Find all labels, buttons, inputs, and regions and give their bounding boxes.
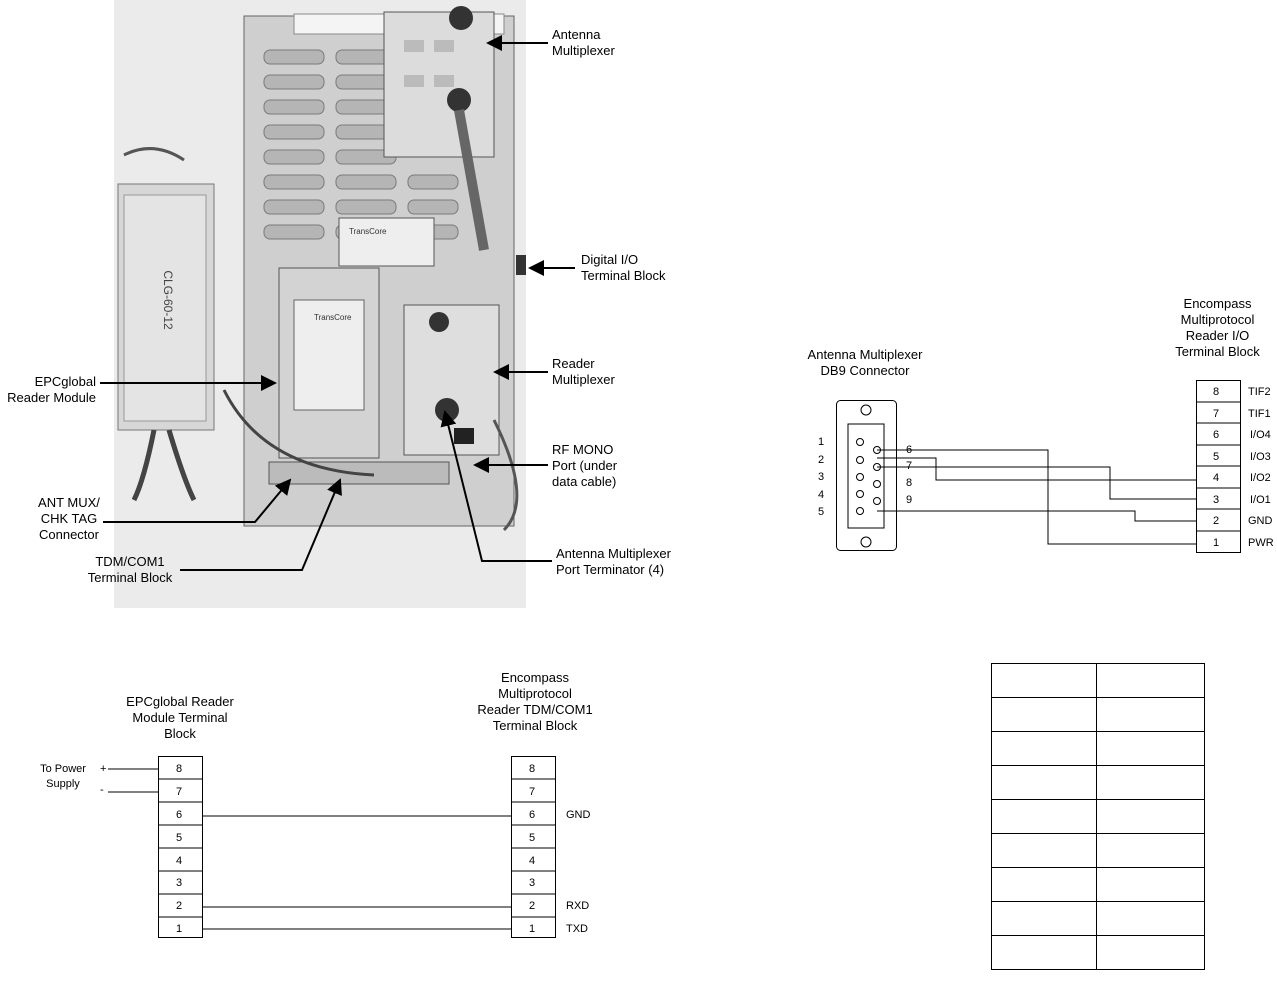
io-terminal-block-outline (1196, 380, 1241, 553)
table-row (991, 935, 1205, 970)
db9-pin-label: 9 (906, 494, 913, 506)
brand-label-module: TransCore (314, 313, 352, 322)
io-terminal-number: 7 (1213, 408, 1220, 420)
callout-rf-mono-port: RF MONO Port (under data cable) (552, 442, 618, 489)
table-row (991, 867, 1205, 902)
db9-pin-label: 2 (818, 454, 825, 466)
reader-multiplexer-board (403, 304, 500, 456)
callout-epcglobal-module: EPCglobal Reader Module (7, 374, 96, 405)
callout-antenna-multiplexer: Antenna Multiplexer (552, 27, 615, 58)
io-signal-label: I/O4 (1250, 429, 1271, 441)
minus-sign: - (100, 784, 104, 796)
right-terminal-number: 6 (529, 809, 536, 821)
io-signal-label: I/O1 (1250, 494, 1271, 506)
table-row (991, 765, 1205, 800)
io-signal-label: GND (1248, 515, 1273, 527)
left-terminal-number: 1 (176, 923, 183, 935)
db9-connector (836, 400, 897, 551)
io-terminal-number: 2 (1213, 515, 1220, 527)
callout-tdm-com1: TDM/COM1 Terminal Block (87, 554, 173, 585)
right-terminal-number: 7 (529, 786, 536, 798)
db9-diagram-left-title: Antenna Multiplexer DB9 Connector (807, 347, 923, 378)
db9-pin-label: 3 (818, 471, 825, 483)
brand-label-plate: TransCore (349, 227, 387, 236)
com-signal-label: GND (566, 809, 591, 821)
io-terminal-number: 6 (1213, 429, 1220, 441)
db9-pin-label: 4 (818, 489, 825, 501)
io-terminal-number: 5 (1213, 451, 1220, 463)
digital-io-block (516, 255, 526, 275)
io-terminal-number: 4 (1213, 472, 1220, 484)
right-terminal-number: 1 (529, 923, 536, 935)
plus-sign: + (100, 763, 107, 775)
right-terminal-number: 8 (529, 763, 536, 775)
reader-assembly-photo: CLG-60-12 TransCore Tra (114, 0, 526, 608)
left-terminal-number: 5 (176, 832, 183, 844)
db9-pin-label: 1 (818, 436, 825, 448)
com-signal-label: RXD (566, 900, 590, 912)
right-terminal-number: 3 (529, 877, 536, 889)
left-terminal-number: 6 (176, 809, 183, 821)
epc-reader-module: TransCore (278, 267, 380, 459)
table-row (991, 833, 1205, 868)
com-diagram-left-title: EPCglobal Reader Module Terminal Block (126, 694, 234, 741)
io-terminal-number: 3 (1213, 494, 1220, 506)
left-terminal-number: 7 (176, 786, 183, 798)
io-signal-label: I/O3 (1250, 451, 1271, 463)
db9-diagram-right-title: Encompass Multiprotocol Reader I/O Termi… (1175, 296, 1260, 359)
io-terminal-number: 8 (1213, 386, 1220, 398)
io-terminal-number: 1 (1213, 537, 1220, 549)
table-row (991, 901, 1205, 936)
db9-wiring (877, 449, 1196, 545)
antenna-multiplexer-board (383, 6, 495, 251)
photo-callout-arrows (100, 35, 575, 571)
com-wiring (108, 756, 556, 938)
io-signal-label: PWR (1248, 537, 1274, 549)
callout-antenna-port-terminator: Antenna Multiplexer Port Terminator (4) (556, 546, 671, 577)
com-diagram-right-title: Encompass Multiprotocol Reader TDM/COM1 … (477, 670, 593, 733)
callout-ant-mux-chk-tag: ANT MUX/ CHK TAG Connector (38, 495, 100, 542)
left-terminal-number: 8 (176, 763, 183, 775)
table-row (991, 799, 1205, 834)
left-terminal-number: 3 (176, 877, 183, 889)
right-terminal-number: 5 (529, 832, 536, 844)
io-signal-label: TIF2 (1248, 386, 1271, 398)
right-terminal-number: 2 (529, 900, 536, 912)
left-terminal-number: 4 (176, 855, 183, 867)
callout-digital-io: Digital I/O Terminal Block (581, 252, 666, 283)
io-signal-label: I/O2 (1250, 472, 1271, 484)
empty-wiring-table (991, 663, 1205, 970)
table-row (991, 731, 1205, 766)
db9-pin-label: 8 (906, 477, 913, 489)
table-row (991, 697, 1205, 732)
to-power-supply-label: To Power Supply (40, 763, 86, 790)
db9-pin-label: 7 (906, 460, 913, 472)
io-signal-label: TIF1 (1248, 408, 1271, 420)
left-terminal-number: 2 (176, 900, 183, 912)
right-terminal-number: 4 (529, 855, 536, 867)
callout-reader-multiplexer: Reader Multiplexer (552, 356, 615, 387)
psu-model-label: CLG-60-12 (161, 270, 175, 330)
table-row (991, 663, 1205, 698)
com-signal-label: TXD (566, 923, 588, 935)
db9-pin-label: 5 (818, 506, 825, 518)
